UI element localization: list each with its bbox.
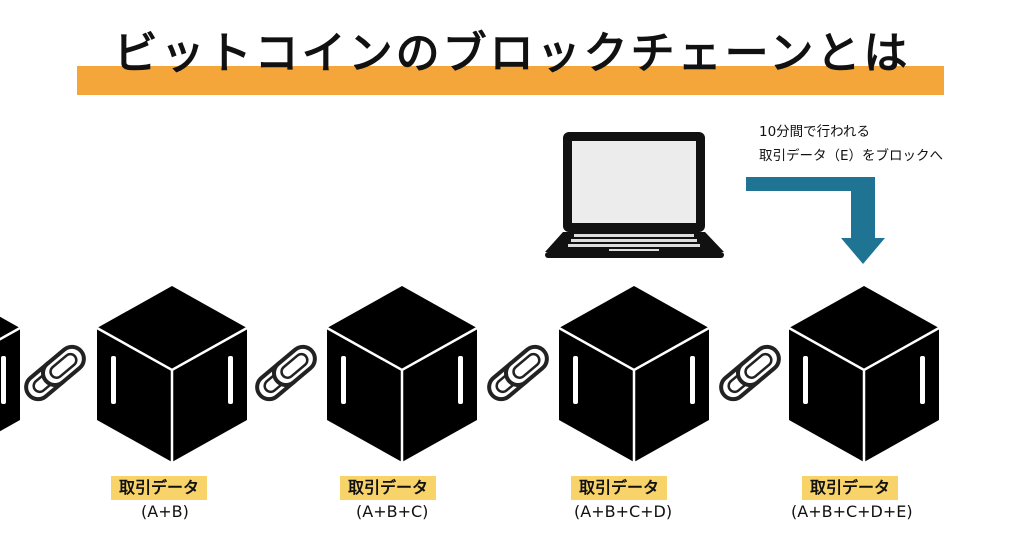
title-highlight-bar [77, 66, 944, 95]
block-1-label: 取引データ [111, 476, 208, 500]
page-title: ビットコインのブロックチェーンとは [113, 28, 911, 79]
block-cube-icon [557, 284, 711, 464]
block-2-label: 取引データ [340, 476, 437, 500]
title-area: ビットコインのブロックチェーンとは [0, 0, 1024, 110]
block-3-formula: (A+B+C+D) [574, 502, 673, 521]
block-4-label: 取引データ [802, 476, 899, 500]
partial-block-icon [0, 284, 22, 464]
block-2-formula: (A+B+C) [356, 502, 429, 521]
block-1-formula: (A+B) [141, 502, 189, 521]
block-cube-icon [787, 284, 941, 464]
laptop-icon [545, 132, 724, 258]
chain-link-icon [714, 339, 786, 407]
chain-link-icon [482, 339, 554, 407]
note-line-2: 取引データ（E）をブロックへ [759, 148, 944, 164]
block-4-formula: (A+B+C+D+E) [791, 502, 913, 521]
transaction-note: 10分間で行われる 取引データ（E）をブロックへ [759, 120, 943, 168]
chain-link-icon [250, 339, 322, 407]
block-3-label: 取引データ [571, 476, 668, 500]
block-cube-icon [95, 284, 249, 464]
block-cube-icon [325, 284, 479, 464]
note-line-1: 10分間で行われる [759, 124, 871, 140]
chain-link-icon [19, 339, 91, 407]
arrow-down-icon [746, 177, 885, 264]
